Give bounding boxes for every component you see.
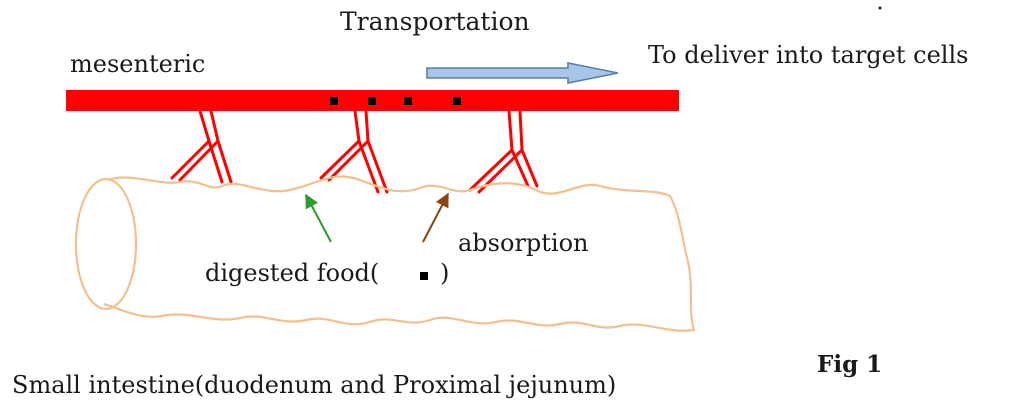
branch-vessel-1 [170, 109, 233, 184]
transportation-label: Transportation [340, 7, 530, 36]
transport-arrow-icon [426, 62, 619, 84]
deliver-label: To deliver into target cells [648, 41, 968, 69]
branch-vessel-2 [319, 109, 389, 194]
absorption-label: absorption [458, 229, 589, 257]
food-particle-icon [368, 97, 376, 105]
intestine-opening [74, 177, 138, 311]
food-particle-icon [453, 97, 461, 105]
figure-caption: Small intestine(duodenum and Proximal je… [12, 371, 616, 399]
food-particle-legend-icon [420, 272, 428, 280]
absorption-arrow-icon [422, 192, 449, 243]
vessel-food-particles [330, 97, 461, 105]
branch-vessel-3 [468, 109, 539, 194]
small-intestine-outline [103, 175, 696, 332]
food-particle-icon [330, 97, 338, 105]
digested-food-label: digested food( [205, 259, 379, 287]
food-particle-icon [404, 97, 412, 105]
figure-number: Fig 1 [817, 351, 882, 378]
mesenteric-label: mesenteric [70, 50, 205, 78]
stray-dot [878, 6, 882, 10]
digested-food-arrow-icon [305, 193, 332, 243]
digested-food-label-close: ) [440, 259, 449, 287]
